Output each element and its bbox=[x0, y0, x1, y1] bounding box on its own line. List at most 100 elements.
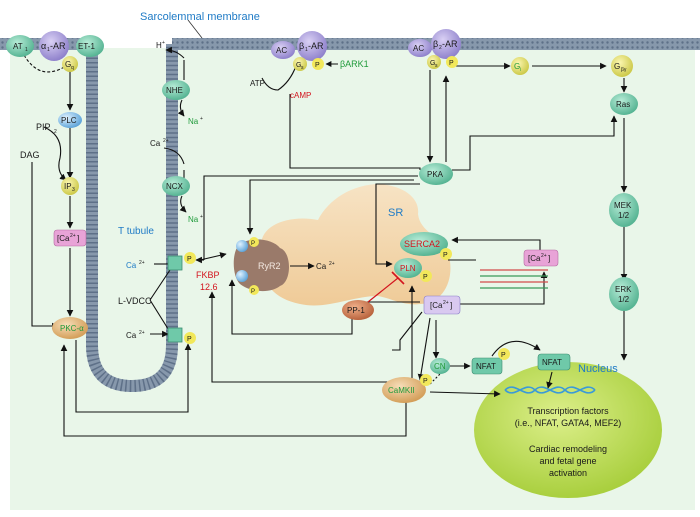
pka-node: PKA bbox=[419, 163, 453, 185]
svg-text:1: 1 bbox=[25, 47, 28, 53]
svg-text:s: s bbox=[435, 63, 438, 69]
svg-text:-AR: -AR bbox=[308, 41, 324, 51]
svg-text:PLN: PLN bbox=[400, 264, 416, 273]
ca-ncx-label: Ca bbox=[150, 139, 161, 148]
dna-helix-icon bbox=[504, 386, 596, 394]
remodel-line-2: and fetal gene bbox=[539, 456, 596, 466]
na-label-1: Na bbox=[188, 117, 199, 126]
svg-text:2+: 2+ bbox=[70, 233, 76, 239]
bark1-label: βARK1 bbox=[340, 59, 369, 69]
at1-receptor: AT 1 bbox=[6, 35, 34, 57]
svg-text:P: P bbox=[251, 241, 255, 247]
ca-ryr-label: Ca bbox=[316, 262, 327, 271]
svg-text:[Ca: [Ca bbox=[528, 254, 541, 263]
ca-i-center-box: [Ca 2+ ] bbox=[423, 295, 461, 315]
nucleus bbox=[474, 362, 662, 498]
svg-text:ET-1: ET-1 bbox=[78, 42, 95, 51]
nfat-cyto-node: NFAT P bbox=[471, 348, 510, 375]
h-plus-label: H bbox=[156, 41, 162, 50]
ca-ncx-sup: 2+ bbox=[163, 138, 169, 144]
alpha1-ar-receptor: α 1 -AR bbox=[39, 31, 69, 61]
svg-text:1/2: 1/2 bbox=[618, 295, 630, 304]
ncx-exchanger: NCX bbox=[162, 176, 190, 196]
svg-text:IP: IP bbox=[64, 182, 72, 191]
sr-label: SR bbox=[388, 207, 403, 219]
p-serca: P bbox=[440, 248, 452, 260]
svg-text:1: 1 bbox=[305, 47, 308, 53]
svg-text:P: P bbox=[423, 274, 428, 281]
p-beta2: P bbox=[446, 56, 458, 68]
svg-text:P: P bbox=[187, 256, 192, 263]
svg-text:2+: 2+ bbox=[541, 253, 547, 259]
ca-i-left-box: [Ca 2+ ] bbox=[53, 229, 87, 247]
svg-text:2+: 2+ bbox=[443, 300, 449, 306]
svg-text:βγ: βγ bbox=[621, 67, 627, 73]
svg-text:P: P bbox=[501, 352, 506, 359]
svg-text:G: G bbox=[514, 62, 520, 71]
svg-text:q: q bbox=[71, 65, 74, 71]
svg-text:P: P bbox=[423, 378, 428, 385]
svg-text:AC: AC bbox=[276, 46, 287, 55]
svg-text:Ras: Ras bbox=[616, 100, 630, 109]
dag-label: DAG bbox=[20, 150, 40, 160]
svg-text:G: G bbox=[430, 60, 435, 67]
svg-text:ERK: ERK bbox=[615, 285, 632, 294]
beta2-ar-receptor: β 2 -AR bbox=[431, 29, 461, 59]
svg-text:CN: CN bbox=[434, 362, 446, 371]
ip3-node: IP 3 bbox=[61, 177, 79, 195]
ca-ttub-label: Ca bbox=[126, 261, 137, 270]
svg-text:]: ] bbox=[77, 234, 79, 243]
svg-text:1: 1 bbox=[47, 47, 50, 53]
pkc-alpha-node: PKC-α bbox=[52, 317, 88, 339]
remodel-line-1: Cardiac remodeling bbox=[529, 444, 607, 454]
svg-text:β: β bbox=[433, 39, 438, 49]
svg-text:[Ca: [Ca bbox=[430, 301, 443, 310]
svg-text:-AR: -AR bbox=[442, 39, 458, 49]
svg-text:P: P bbox=[449, 60, 454, 67]
svg-text:PLC: PLC bbox=[61, 116, 77, 125]
svg-text:-AR: -AR bbox=[50, 41, 66, 51]
h-plus-sup: + bbox=[162, 40, 165, 46]
nfat-nuclear-node: NFAT bbox=[537, 353, 571, 371]
svg-text:PKC-α: PKC-α bbox=[60, 324, 84, 333]
svg-text:G: G bbox=[614, 62, 620, 71]
pln-node: PLN bbox=[394, 258, 422, 278]
svg-text:NHE: NHE bbox=[166, 86, 183, 95]
svg-text:CaMKII: CaMKII bbox=[388, 386, 415, 395]
t-tubule-label: T tubule bbox=[118, 226, 154, 237]
et1-receptor: ET-1 bbox=[76, 35, 104, 57]
p-pln: P bbox=[420, 270, 432, 282]
gq-protein: G q bbox=[62, 56, 78, 72]
na-sup-1: + bbox=[200, 116, 203, 122]
gs-1-protein: G s bbox=[293, 57, 307, 71]
plc-node: PLC bbox=[58, 112, 82, 128]
ryr2-channel: P P RyR2 bbox=[233, 237, 289, 295]
svg-text:P: P bbox=[251, 289, 255, 295]
svg-text:NCX: NCX bbox=[166, 182, 184, 191]
svg-text:1/2: 1/2 bbox=[618, 211, 630, 220]
svg-text:α: α bbox=[41, 41, 46, 51]
myofilament-icon bbox=[480, 269, 548, 289]
nucleus-label: Nucleus bbox=[578, 363, 618, 375]
svg-text:NFAT: NFAT bbox=[476, 362, 496, 371]
svg-text:β: β bbox=[299, 41, 304, 51]
pip2-sub: 2 bbox=[54, 129, 57, 135]
lvdcc-bottom-channel: P bbox=[167, 327, 196, 344]
serca2-node: SERCA2 bbox=[400, 232, 448, 256]
na-label-2: Na bbox=[188, 215, 199, 224]
svg-text:PP-1: PP-1 bbox=[347, 306, 365, 315]
pp1-inhibition bbox=[367, 271, 405, 303]
svg-text:AT: AT bbox=[13, 42, 23, 51]
svg-text:RyR2: RyR2 bbox=[258, 261, 281, 271]
lvdcc-label: L-VDCC bbox=[118, 296, 152, 306]
ca-lower-sup: 2+ bbox=[139, 330, 145, 336]
na-sup-2: + bbox=[200, 214, 203, 220]
svg-text:i: i bbox=[520, 67, 521, 73]
gi-protein: G i bbox=[511, 57, 529, 75]
nhe-exchanger: NHE bbox=[162, 80, 190, 100]
p-beta1: P bbox=[312, 58, 324, 70]
svg-text:G: G bbox=[65, 60, 71, 69]
ca-lower-label: Ca bbox=[126, 331, 137, 340]
